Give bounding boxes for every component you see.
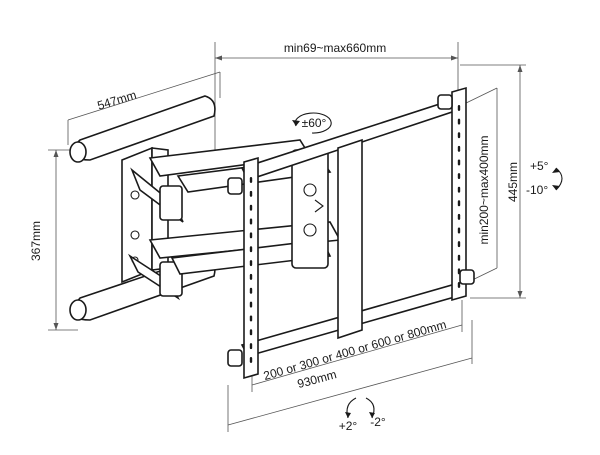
tilt-up-label: +5° (530, 159, 549, 173)
rail-slot (249, 301, 253, 308)
vesa-range-label: min200~max400mm (477, 135, 491, 244)
swivel-arrow-icon (292, 112, 332, 134)
left-rail-slots (249, 177, 253, 363)
rail-slot (249, 315, 253, 322)
rail-slot (249, 329, 253, 336)
right-rail-slots (457, 105, 461, 288)
rail-slot (457, 145, 461, 152)
rail-slot (249, 246, 253, 253)
wall-plate (69, 95, 216, 321)
tilt-down-label: -10° (526, 183, 548, 197)
rail-slot (457, 118, 461, 125)
articulating-arms (127, 139, 342, 301)
rail-slot (457, 227, 461, 234)
rail-slot (457, 213, 461, 220)
rail-slot (457, 105, 461, 111)
height-right-label: 445mm (506, 162, 520, 202)
rail-slot (249, 343, 253, 350)
depth-label: 547mm (96, 88, 138, 113)
rail-slot (249, 260, 253, 267)
level-minus-label: -2° (370, 415, 386, 429)
rail-slot (457, 186, 461, 193)
height-left-label: 367mm (29, 221, 43, 261)
rail-slot (249, 190, 253, 197)
rail-slot (457, 132, 461, 139)
rail-slot (249, 218, 253, 225)
rail-slot (249, 204, 253, 211)
rail-slot (249, 357, 253, 363)
overall-width-dimension (227, 320, 473, 432)
rail-slot (457, 159, 461, 166)
rail-slot (457, 173, 461, 180)
rail-slot (249, 232, 253, 239)
height-right-dimension (460, 64, 526, 299)
rail-slot (457, 254, 461, 261)
level-plus-label: +2° (339, 419, 358, 433)
tilt-arrow-icon (552, 167, 563, 191)
width-range-label: min69~max660mm (284, 41, 386, 55)
rail-slot (457, 200, 461, 207)
level-arrow-icon (345, 397, 375, 419)
rail-slot (457, 241, 461, 248)
width-range-dimension (214, 42, 459, 160)
depth-dimension (67, 71, 221, 145)
swivel-label: ±60° (302, 116, 327, 130)
rail-slot (249, 287, 253, 294)
rail-slot (457, 268, 461, 275)
rail-slot (457, 282, 461, 288)
rail-slot (249, 177, 253, 183)
rail-slot (249, 273, 253, 280)
